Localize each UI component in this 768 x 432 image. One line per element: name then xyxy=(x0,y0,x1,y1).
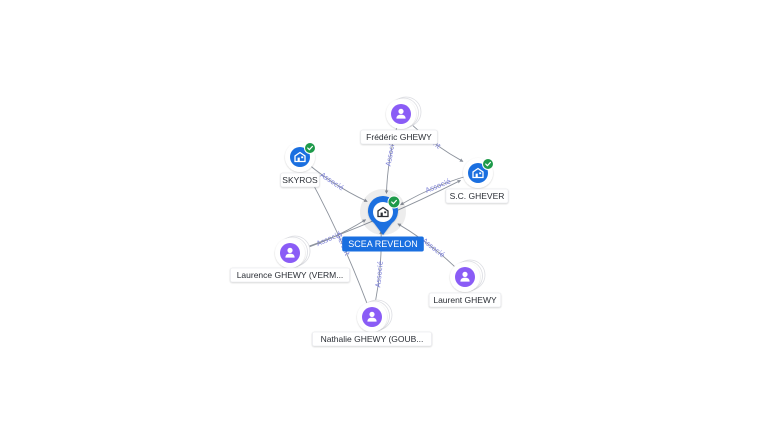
company-icon xyxy=(294,151,306,163)
edge-label: Associé xyxy=(374,261,385,288)
node-label-ghever[interactable]: S.C. GHEVER xyxy=(450,191,505,201)
person-icon xyxy=(285,247,295,258)
node-label-skyros[interactable]: SKYROS xyxy=(282,175,318,185)
node-nathalie[interactable]: Nathalie GHEWY (GOUB... xyxy=(312,299,432,347)
company-icon xyxy=(377,206,389,218)
verified-badge-icon xyxy=(304,142,316,154)
node-ghever[interactable]: S.C. GHEVER xyxy=(445,158,509,204)
node-laurent[interactable]: Laurent GHEWY xyxy=(428,259,502,308)
center-node[interactable]: SCEA REVELON xyxy=(342,189,424,252)
nodes-layer: Frédéric GHEWY SKYROS S.C. GHEVER Laurence … xyxy=(230,96,509,347)
company-icon xyxy=(472,167,484,179)
edge-label: Associé xyxy=(319,171,345,192)
node-label-laurent[interactable]: Laurent GHEWY xyxy=(433,295,497,305)
person-icon xyxy=(460,271,470,282)
edge-label: Associé xyxy=(420,237,446,260)
person-icon xyxy=(396,108,406,119)
node-laurence[interactable]: Laurence GHEWY (VERM... xyxy=(230,235,350,283)
verified-badge-icon xyxy=(387,195,401,209)
node-label-frederic[interactable]: Frédéric GHEWY xyxy=(366,132,432,142)
person-icon xyxy=(367,311,377,322)
node-skyros[interactable]: SKYROS xyxy=(280,142,320,188)
verified-badge-icon xyxy=(482,158,494,170)
node-frederic[interactable]: Frédéric GHEWY xyxy=(360,96,438,145)
node-label-laurence[interactable]: Laurence GHEWY (VERM... xyxy=(237,270,344,280)
node-label-nathalie[interactable]: Nathalie GHEWY (GOUB... xyxy=(321,334,424,344)
center-node-label[interactable]: SCEA REVELON xyxy=(348,239,418,249)
